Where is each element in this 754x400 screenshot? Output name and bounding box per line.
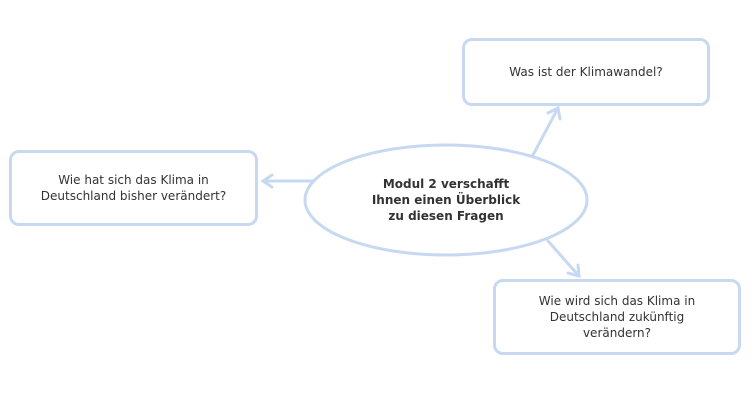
arrow-to-bisher <box>260 173 314 189</box>
arrow-to-klimawandel <box>531 105 562 157</box>
center-ellipse <box>303 143 589 257</box>
question-bisher: Wie hat sich das Klima in Deutschland bi… <box>9 150 258 226</box>
arrow-to-zukuenftig <box>546 239 581 279</box>
center-topic: Modul 2 verschafft Ihnen einen Überblick… <box>371 177 521 223</box>
question-klimawandel: Was ist der Klimawandel? <box>462 38 710 106</box>
question-zukuenftig: Wie wird sich das Klima in Deutschland z… <box>493 279 741 355</box>
